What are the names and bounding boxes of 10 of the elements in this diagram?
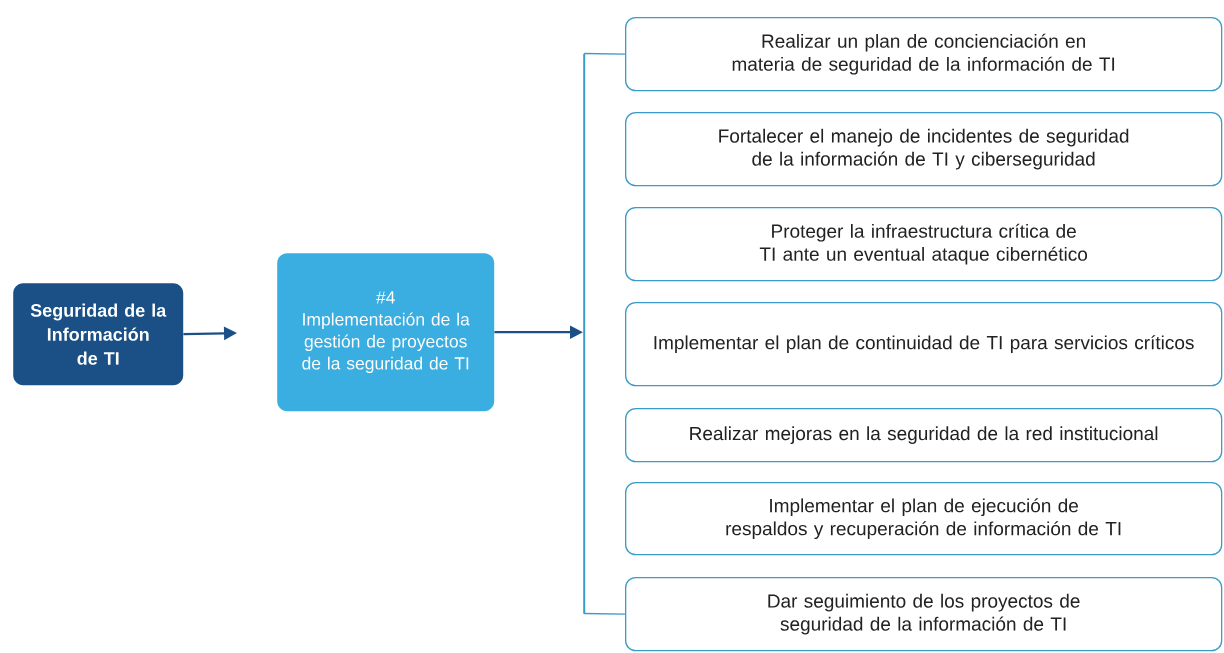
action-box: Dar seguimiento de los proyectos de seguridad de la información de TI [625,577,1223,652]
action-box: Implementar el plan de continuidad de TI para servicios críticos [625,302,1223,387]
project-box: #4 Implementación de la gestión de proyectos de la seguridad de TI [277,253,495,412]
action-box: Proteger la infraestructura crítica de TI ante un eventual ataque cibernético [625,207,1223,282]
bracket [583,53,586,614]
action-box: Realizar un plan de concienciación en materia de seguridad de la información de TI [625,17,1223,92]
action-box: Implementar el plan de ejecución de respaldos y recuperación de información de TI [625,482,1223,556]
action-box: Fortalecer el manejo de incidentes de seguridad de la información de TI y ciberseguridad [625,112,1223,187]
action-box: Realizar mejoras en la seguridad de la red institucional [625,408,1223,463]
main-box: Seguridad de la Información de TI [13,283,184,386]
